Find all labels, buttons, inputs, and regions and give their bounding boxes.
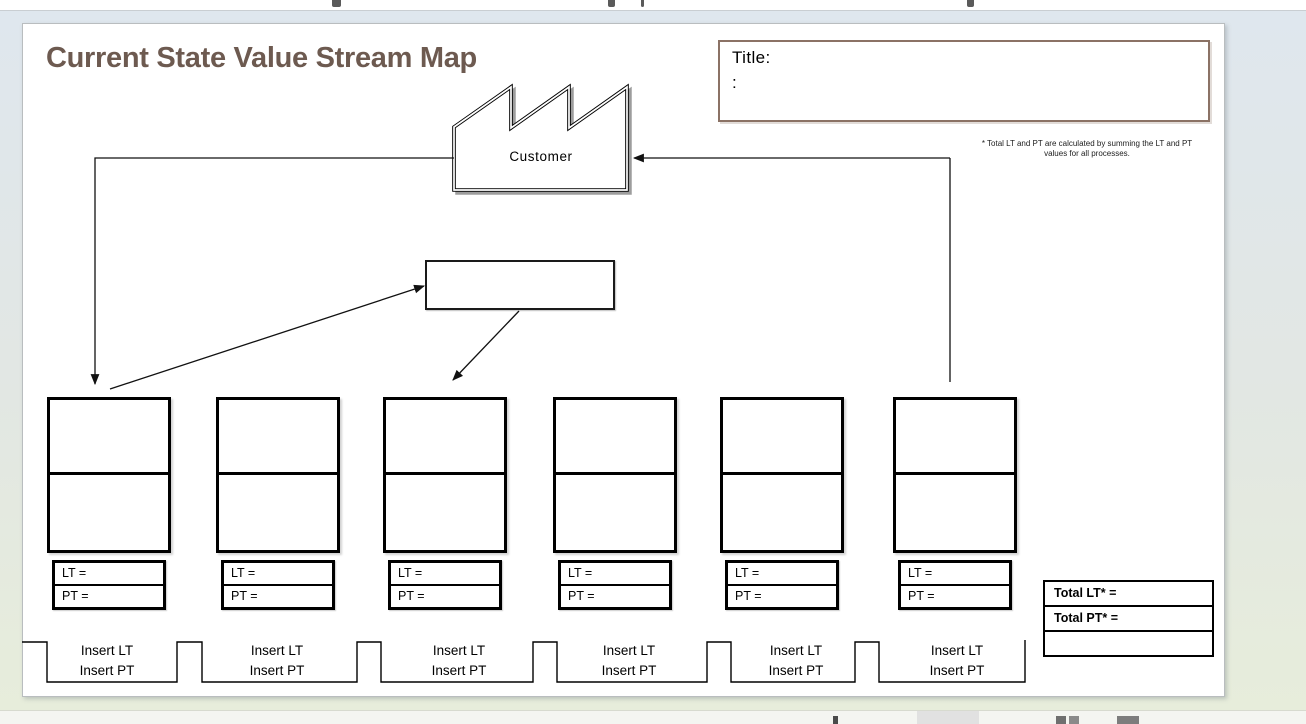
- ltpt-table-4[interactable]: LT = PT =: [558, 560, 672, 610]
- lt-row[interactable]: LT =: [901, 563, 1009, 586]
- pt-row[interactable]: PT =: [398, 589, 425, 603]
- footnote-line2: values for all processes.: [1044, 149, 1130, 158]
- totals-table[interactable]: Total LT* = Total PT* =: [1043, 580, 1214, 657]
- insert-pt: Insert PT: [249, 663, 305, 678]
- ltpt-table-5[interactable]: LT = PT =: [725, 560, 839, 610]
- clipped-view-button-icon[interactable]: [1117, 716, 1139, 724]
- pt-row[interactable]: PT =: [231, 589, 258, 603]
- process-box-3[interactable]: [383, 397, 507, 553]
- timeline-label-3[interactable]: Insert LT Insert PT: [404, 641, 514, 681]
- pt-row[interactable]: PT =: [735, 589, 762, 603]
- total-blank-row[interactable]: [1045, 632, 1212, 655]
- insert-lt: Insert LT: [250, 643, 304, 658]
- timeline-label-2[interactable]: Insert LT Insert PT: [222, 641, 332, 681]
- process-box-3-bottom[interactable]: [386, 475, 504, 550]
- clipped-view-button-icon[interactable]: [1069, 716, 1079, 724]
- status-bar: [0, 710, 1306, 724]
- process-box-4[interactable]: [553, 397, 677, 553]
- ltpt-table-1[interactable]: LT = PT =: [52, 560, 166, 610]
- ltpt-table-6[interactable]: LT = PT =: [898, 560, 1012, 610]
- insert-lt: Insert LT: [602, 643, 656, 658]
- insert-lt: Insert LT: [432, 643, 486, 658]
- title-second-line: :: [732, 73, 737, 92]
- pt-row[interactable]: PT =: [908, 589, 935, 603]
- process-box-1-top[interactable]: [50, 400, 168, 475]
- insert-pt: Insert PT: [79, 663, 135, 678]
- insert-pt: Insert PT: [768, 663, 824, 678]
- clipped-text-fragment: [332, 0, 341, 7]
- clipped-view-button-icon[interactable]: [1056, 716, 1066, 724]
- total-pt-row[interactable]: Total PT* =: [1045, 605, 1212, 632]
- lt-row[interactable]: LT =: [561, 563, 669, 586]
- lt-row[interactable]: LT =: [728, 563, 836, 586]
- page-title: Current State Value Stream Map: [46, 42, 477, 74]
- process-box-5-bottom[interactable]: [723, 475, 841, 550]
- pt-row[interactable]: PT =: [62, 589, 89, 603]
- insert-lt: Insert LT: [769, 643, 823, 658]
- title-label: Title:: [732, 48, 771, 67]
- process-box-1[interactable]: [47, 397, 171, 553]
- process-box-3-top[interactable]: [386, 400, 504, 475]
- lt-row[interactable]: LT =: [224, 563, 332, 586]
- pt-row[interactable]: PT =: [568, 589, 595, 603]
- insert-lt: Insert LT: [80, 643, 134, 658]
- process-box-6-bottom[interactable]: [896, 475, 1014, 550]
- clipped-statusbar-glyph: [833, 716, 838, 724]
- process-box-5-top[interactable]: [723, 400, 841, 475]
- process-box-4-bottom[interactable]: [556, 475, 674, 550]
- process-box-2-bottom[interactable]: [219, 475, 337, 550]
- process-box-6[interactable]: [893, 397, 1017, 553]
- lt-row[interactable]: LT =: [391, 563, 499, 586]
- title-text-box[interactable]: Title: :: [718, 40, 1210, 122]
- process-box-5[interactable]: [720, 397, 844, 553]
- process-box-2-top[interactable]: [219, 400, 337, 475]
- insert-pt: Insert PT: [601, 663, 657, 678]
- process-box-2[interactable]: [216, 397, 340, 553]
- insert-pt: Insert PT: [431, 663, 487, 678]
- timeline-label-1[interactable]: Insert LT Insert PT: [52, 641, 162, 681]
- totals-footnote: * Total LT and PT are calculated by summ…: [962, 139, 1212, 159]
- timeline-label-4[interactable]: Insert LT Insert PT: [574, 641, 684, 681]
- footnote-line1: * Total LT and PT are calculated by summ…: [981, 139, 1193, 148]
- process-box-1-bottom[interactable]: [50, 475, 168, 550]
- clipped-window-chrome: [0, 0, 1306, 10]
- clipped-text-fragment: [641, 0, 644, 7]
- insert-pt: Insert PT: [929, 663, 985, 678]
- process-box-6-top[interactable]: [896, 400, 1014, 475]
- clipped-text-fragment: [967, 0, 974, 7]
- insert-lt: Insert LT: [930, 643, 984, 658]
- ltpt-table-3[interactable]: LT = PT =: [388, 560, 502, 610]
- total-lt-row[interactable]: Total LT* =: [1054, 586, 1117, 600]
- clipped-statusbar-control[interactable]: [917, 711, 979, 724]
- clipped-text-fragment: [608, 0, 615, 7]
- ltpt-table-2[interactable]: LT = PT =: [221, 560, 335, 610]
- info-box[interactable]: [425, 260, 615, 310]
- timeline-label-6[interactable]: Insert LT Insert PT: [902, 641, 1012, 681]
- lt-row[interactable]: LT =: [55, 563, 163, 586]
- process-box-4-top[interactable]: [556, 400, 674, 475]
- customer-shape-label[interactable]: Customer: [509, 149, 573, 164]
- timeline-label-5[interactable]: Insert LT Insert PT: [741, 641, 851, 681]
